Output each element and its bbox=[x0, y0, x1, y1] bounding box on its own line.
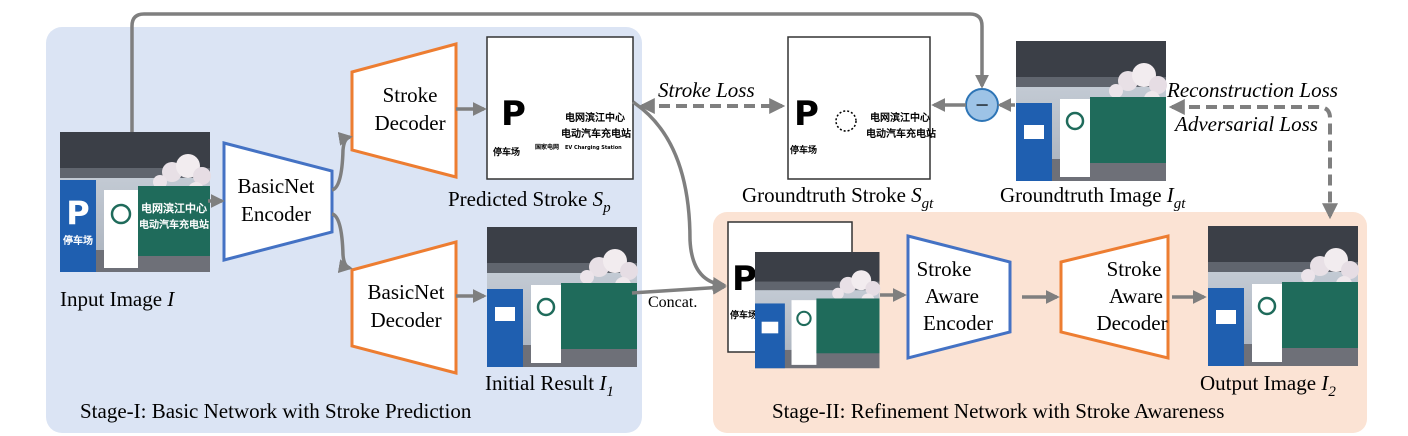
parking-letter: P bbox=[66, 194, 89, 232]
basicnet-decoder-label-line2: Decoder bbox=[370, 308, 441, 332]
concat-initial-image bbox=[755, 252, 881, 369]
adversarial-loss-label: Adversarial Loss bbox=[1173, 112, 1318, 136]
concat-label: Concat. bbox=[648, 294, 697, 311]
output-image-caption: Output Image I2 bbox=[1200, 371, 1336, 400]
arrow-initial-to-concat bbox=[631, 280, 727, 295]
arrow-input-skip-to-minus bbox=[130, 12, 989, 132]
stroke-aware-decoder-label-line2: Aware bbox=[1109, 284, 1163, 308]
stroke-aware-decoder-label-line1: Stroke bbox=[1107, 257, 1162, 281]
basicnet-encoder-label-line1: BasicNet bbox=[238, 174, 315, 198]
groundtruth-image-caption: Groundtruth Image Igt bbox=[1000, 183, 1186, 212]
predicted-stroke-text-2: 电动汽车充电站 bbox=[561, 127, 631, 140]
sign-main-text-1: 电网滨江中心 bbox=[141, 201, 207, 215]
stroke-aware-encoder-label-line3: Encoder bbox=[923, 311, 993, 335]
gt-stroke-letter: P bbox=[794, 94, 819, 134]
stroke-decoder-block bbox=[350, 42, 458, 179]
stroke-aware-encoder-block bbox=[906, 234, 1012, 360]
sign-main-text-2: 电动汽车充电站 bbox=[139, 218, 209, 231]
predicted-stroke-logo-text: 国家电网 bbox=[535, 143, 559, 151]
stroke-decoder-label-line1: Stroke bbox=[383, 83, 438, 107]
stage2-title: Stage-II: Refinement Network with Stroke… bbox=[772, 399, 1224, 423]
predicted-stroke-text-1: 电网滨江中心 bbox=[565, 111, 625, 124]
stroke-aware-decoder-block bbox=[1059, 234, 1170, 360]
predicted-stroke-caption: Predicted Stroke Sp bbox=[448, 187, 611, 216]
predicted-stroke-sub-text: EV Charging Station bbox=[565, 145, 622, 151]
stroke-aware-decoder-label-line3: Decoder bbox=[1096, 311, 1167, 335]
groundtruth-stroke-caption: Groundtruth Stroke Sgt bbox=[742, 183, 934, 212]
basicnet-encoder-label-line2: Encoder bbox=[241, 202, 311, 226]
initial-result-caption: Initial Result I1 bbox=[485, 371, 614, 400]
concat-stroke-parking-text: 停车场 bbox=[730, 309, 757, 321]
loss-arrows bbox=[638, 98, 1338, 220]
initial-result-image bbox=[487, 227, 638, 367]
output-image bbox=[1208, 226, 1359, 366]
basicnet-decoder-label-line1: BasicNet bbox=[368, 280, 445, 304]
predicted-stroke-letter: P bbox=[501, 94, 526, 134]
arrow-encoder-to-basicnet-decoder bbox=[331, 212, 353, 274]
stroke-aware-encoder-label-line2: Aware bbox=[925, 284, 979, 308]
groundtruth-stroke-image: P 停车场 电网滨江中心 电动汽车充电站 bbox=[787, 36, 936, 180]
input-image: P 停车场 电网滨江中心 电动汽车充电站 bbox=[60, 132, 211, 272]
arrow-encoder-to-stroke-decoder bbox=[331, 131, 353, 192]
reconstruction-loss-label: Reconstruction Loss bbox=[1166, 78, 1338, 102]
input-image-caption: Input Image I bbox=[60, 287, 175, 311]
groundtruth-image bbox=[1016, 41, 1167, 181]
basicnet-decoder-block bbox=[350, 240, 458, 375]
gt-stroke-parking-text: 停车场 bbox=[790, 144, 817, 156]
predicted-stroke-image: P 停车场 国家电网 电网滨江中心 电动汽车充电站 EV Charging St… bbox=[486, 36, 634, 180]
concat-stroke-letter: P bbox=[732, 259, 757, 299]
arrows bbox=[130, 12, 1207, 304]
predicted-stroke-parking-text: 停车场 bbox=[493, 146, 520, 158]
gt-stroke-text-1: 电网滨江中心 bbox=[870, 111, 930, 124]
stage1-title: Stage-I: Basic Network with Stroke Predi… bbox=[80, 399, 472, 423]
minus-symbol: − bbox=[975, 93, 989, 119]
reconstruction-adversarial-loss-arrow bbox=[1168, 99, 1338, 220]
gt-stroke-text-2: 电动汽车充电站 bbox=[866, 127, 936, 140]
stroke-loss-label: Stroke Loss bbox=[658, 78, 755, 102]
stroke-aware-encoder-label-line1: Stroke bbox=[917, 257, 972, 281]
stroke-decoder-label-line2: Decoder bbox=[374, 111, 445, 135]
arrow-predicted-to-concat bbox=[632, 100, 727, 291]
basicnet-encoder-block bbox=[222, 141, 334, 262]
parking-text: 停车场 bbox=[63, 234, 93, 247]
